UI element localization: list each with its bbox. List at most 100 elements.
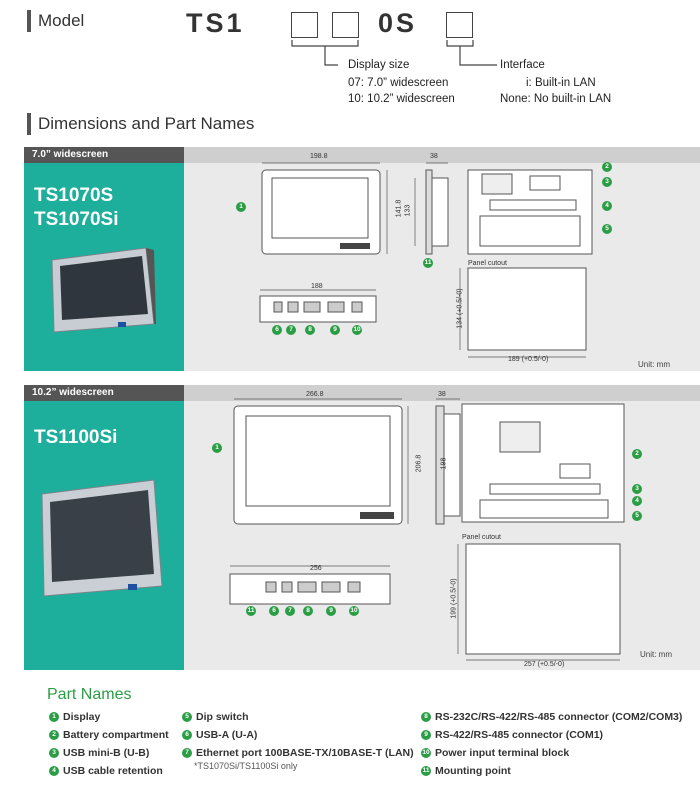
part-note: *TS1070Si/TS1100Si only bbox=[194, 761, 298, 771]
dim-bottom-width: 188 bbox=[311, 283, 323, 290]
cutout-height: 199 (+0.5/-0) bbox=[450, 578, 458, 619]
product-photo-10in bbox=[41, 479, 163, 597]
part-name-item: 9 RS-422/RS-485 connector (COM1) bbox=[421, 729, 603, 741]
dimensions-title: Dimensions and Part Names bbox=[38, 114, 255, 133]
cutout-width: 257 (+0.5/-0) bbox=[524, 661, 565, 668]
interface-option-none: None: No built-in LAN bbox=[500, 93, 612, 105]
callout-7: 7 bbox=[285, 606, 295, 616]
dim-height: 206.8 bbox=[415, 454, 423, 473]
part-label: USB cable retention bbox=[63, 765, 163, 777]
dim-depth: 38 bbox=[438, 391, 446, 398]
unit-label: Unit: mm bbox=[638, 360, 670, 369]
part-name-item: 4 USB cable retention bbox=[49, 765, 163, 777]
part-name-item: 5 Dip switch bbox=[182, 711, 249, 723]
callout-4: 4 bbox=[632, 496, 642, 506]
callout-4: 4 bbox=[602, 201, 612, 211]
callout-10: 10 bbox=[352, 325, 362, 335]
callout-2: 2 bbox=[602, 162, 612, 172]
part-number: 4 bbox=[49, 766, 59, 776]
part-name-item: 3 USB mini-B (U-B) bbox=[49, 747, 149, 759]
product-photo-7in bbox=[51, 247, 156, 333]
callout-2: 2 bbox=[632, 449, 642, 459]
dim-inner-height: 198 bbox=[440, 457, 448, 470]
panel-tab-10in: 10.2” widescreen bbox=[24, 385, 184, 401]
interface-title: Interface bbox=[500, 59, 545, 71]
callout-9: 9 bbox=[330, 325, 340, 335]
dim-width: 198.8 bbox=[310, 153, 328, 160]
callout-6: 6 bbox=[272, 325, 282, 335]
unit-label: Unit: mm bbox=[640, 650, 672, 659]
code-box-2 bbox=[332, 12, 359, 38]
callout-1: 1 bbox=[236, 202, 246, 212]
dim-bottom-width: 256 bbox=[310, 565, 322, 572]
part-number: 2 bbox=[49, 730, 59, 740]
section-bar bbox=[27, 10, 31, 32]
callout-5: 5 bbox=[602, 224, 612, 234]
dim-height: 141.8 bbox=[395, 199, 403, 218]
callout-9: 9 bbox=[326, 606, 336, 616]
callout-7: 7 bbox=[286, 325, 296, 335]
part-name-item: 8 RS-232C/RS-422/RS-485 connector (COM2/C… bbox=[421, 711, 682, 723]
part-name-item: 6 USB-A (U-A) bbox=[182, 729, 257, 741]
dim-inner-height: 133 bbox=[404, 204, 412, 217]
interface-option-i: i: Built-in LAN bbox=[526, 77, 596, 89]
cutout-title: Panel cutout bbox=[462, 534, 501, 541]
cutout-width: 189 (+0.5/-0) bbox=[508, 356, 549, 363]
drawing-7in bbox=[259, 162, 593, 358]
code-box-1 bbox=[291, 12, 318, 38]
part-label: Power input terminal block bbox=[435, 747, 570, 759]
part-number: 7 bbox=[182, 748, 192, 758]
drawing-10in bbox=[229, 398, 625, 661]
callout-8: 8 bbox=[305, 325, 315, 335]
dim-depth: 38 bbox=[430, 153, 438, 160]
display-size-option-07: 07: 7.0” widescreen bbox=[348, 77, 449, 89]
callout-11: 11 bbox=[423, 258, 433, 268]
part-number: 6 bbox=[182, 730, 192, 740]
panel-tab-7in: 7.0” widescreen bbox=[24, 147, 184, 163]
model-name: TS1070S bbox=[34, 185, 114, 206]
dim-width: 266.8 bbox=[306, 391, 324, 398]
callout-11: 11 bbox=[246, 606, 256, 616]
part-name-item: 1 Display bbox=[49, 711, 100, 723]
model-title: Model bbox=[38, 11, 85, 30]
code-box-3 bbox=[446, 12, 473, 38]
part-number: 8 bbox=[421, 712, 431, 722]
section-bar bbox=[27, 113, 31, 135]
part-label: RS-232C/RS-422/RS-485 connector (COM2/CO… bbox=[435, 711, 683, 723]
part-number: 11 bbox=[421, 766, 431, 776]
part-number: 9 bbox=[421, 730, 431, 740]
cutout-title: Panel cutout bbox=[468, 260, 507, 267]
model-name: TS1070Si bbox=[34, 209, 119, 230]
code-mid: 0S bbox=[378, 8, 418, 38]
callout-3: 3 bbox=[602, 177, 612, 187]
part-number: 5 bbox=[182, 712, 192, 722]
callout-6: 6 bbox=[269, 606, 279, 616]
callout-10: 10 bbox=[349, 606, 359, 616]
part-names-title: Part Names bbox=[47, 686, 132, 703]
part-label: USB-A (U-A) bbox=[196, 729, 258, 741]
part-label: USB mini-B (U-B) bbox=[63, 747, 150, 759]
model-name: TS1100Si bbox=[34, 427, 118, 448]
callout-5: 5 bbox=[632, 511, 642, 521]
part-number: 1 bbox=[49, 712, 59, 722]
display-size-option-10: 10: 10.2” widescreen bbox=[348, 93, 455, 105]
code-prefix: TS1 bbox=[186, 8, 245, 38]
display-size-title: Display size bbox=[348, 59, 410, 71]
part-name-item: 11 Mounting point bbox=[421, 765, 511, 777]
code-bracket-lines bbox=[291, 40, 497, 66]
part-label: Battery compartment bbox=[63, 729, 169, 741]
part-number: 10 bbox=[421, 748, 431, 758]
callout-3: 3 bbox=[632, 484, 642, 494]
part-label: Mounting point bbox=[435, 765, 511, 777]
callout-8: 8 bbox=[303, 606, 313, 616]
callout-1: 1 bbox=[212, 443, 222, 453]
part-label: Dip switch bbox=[196, 711, 249, 723]
part-label: RS-422/RS-485 connector (COM1) bbox=[435, 729, 604, 741]
part-name-item: 10 Power input terminal block bbox=[421, 747, 569, 759]
panel-tab-rule bbox=[184, 385, 700, 401]
part-number: 3 bbox=[49, 748, 59, 758]
panel-tab-rule bbox=[184, 147, 700, 163]
part-label: Display bbox=[63, 711, 101, 723]
cutout-height: 134 (+0.5/-0) bbox=[456, 288, 464, 329]
